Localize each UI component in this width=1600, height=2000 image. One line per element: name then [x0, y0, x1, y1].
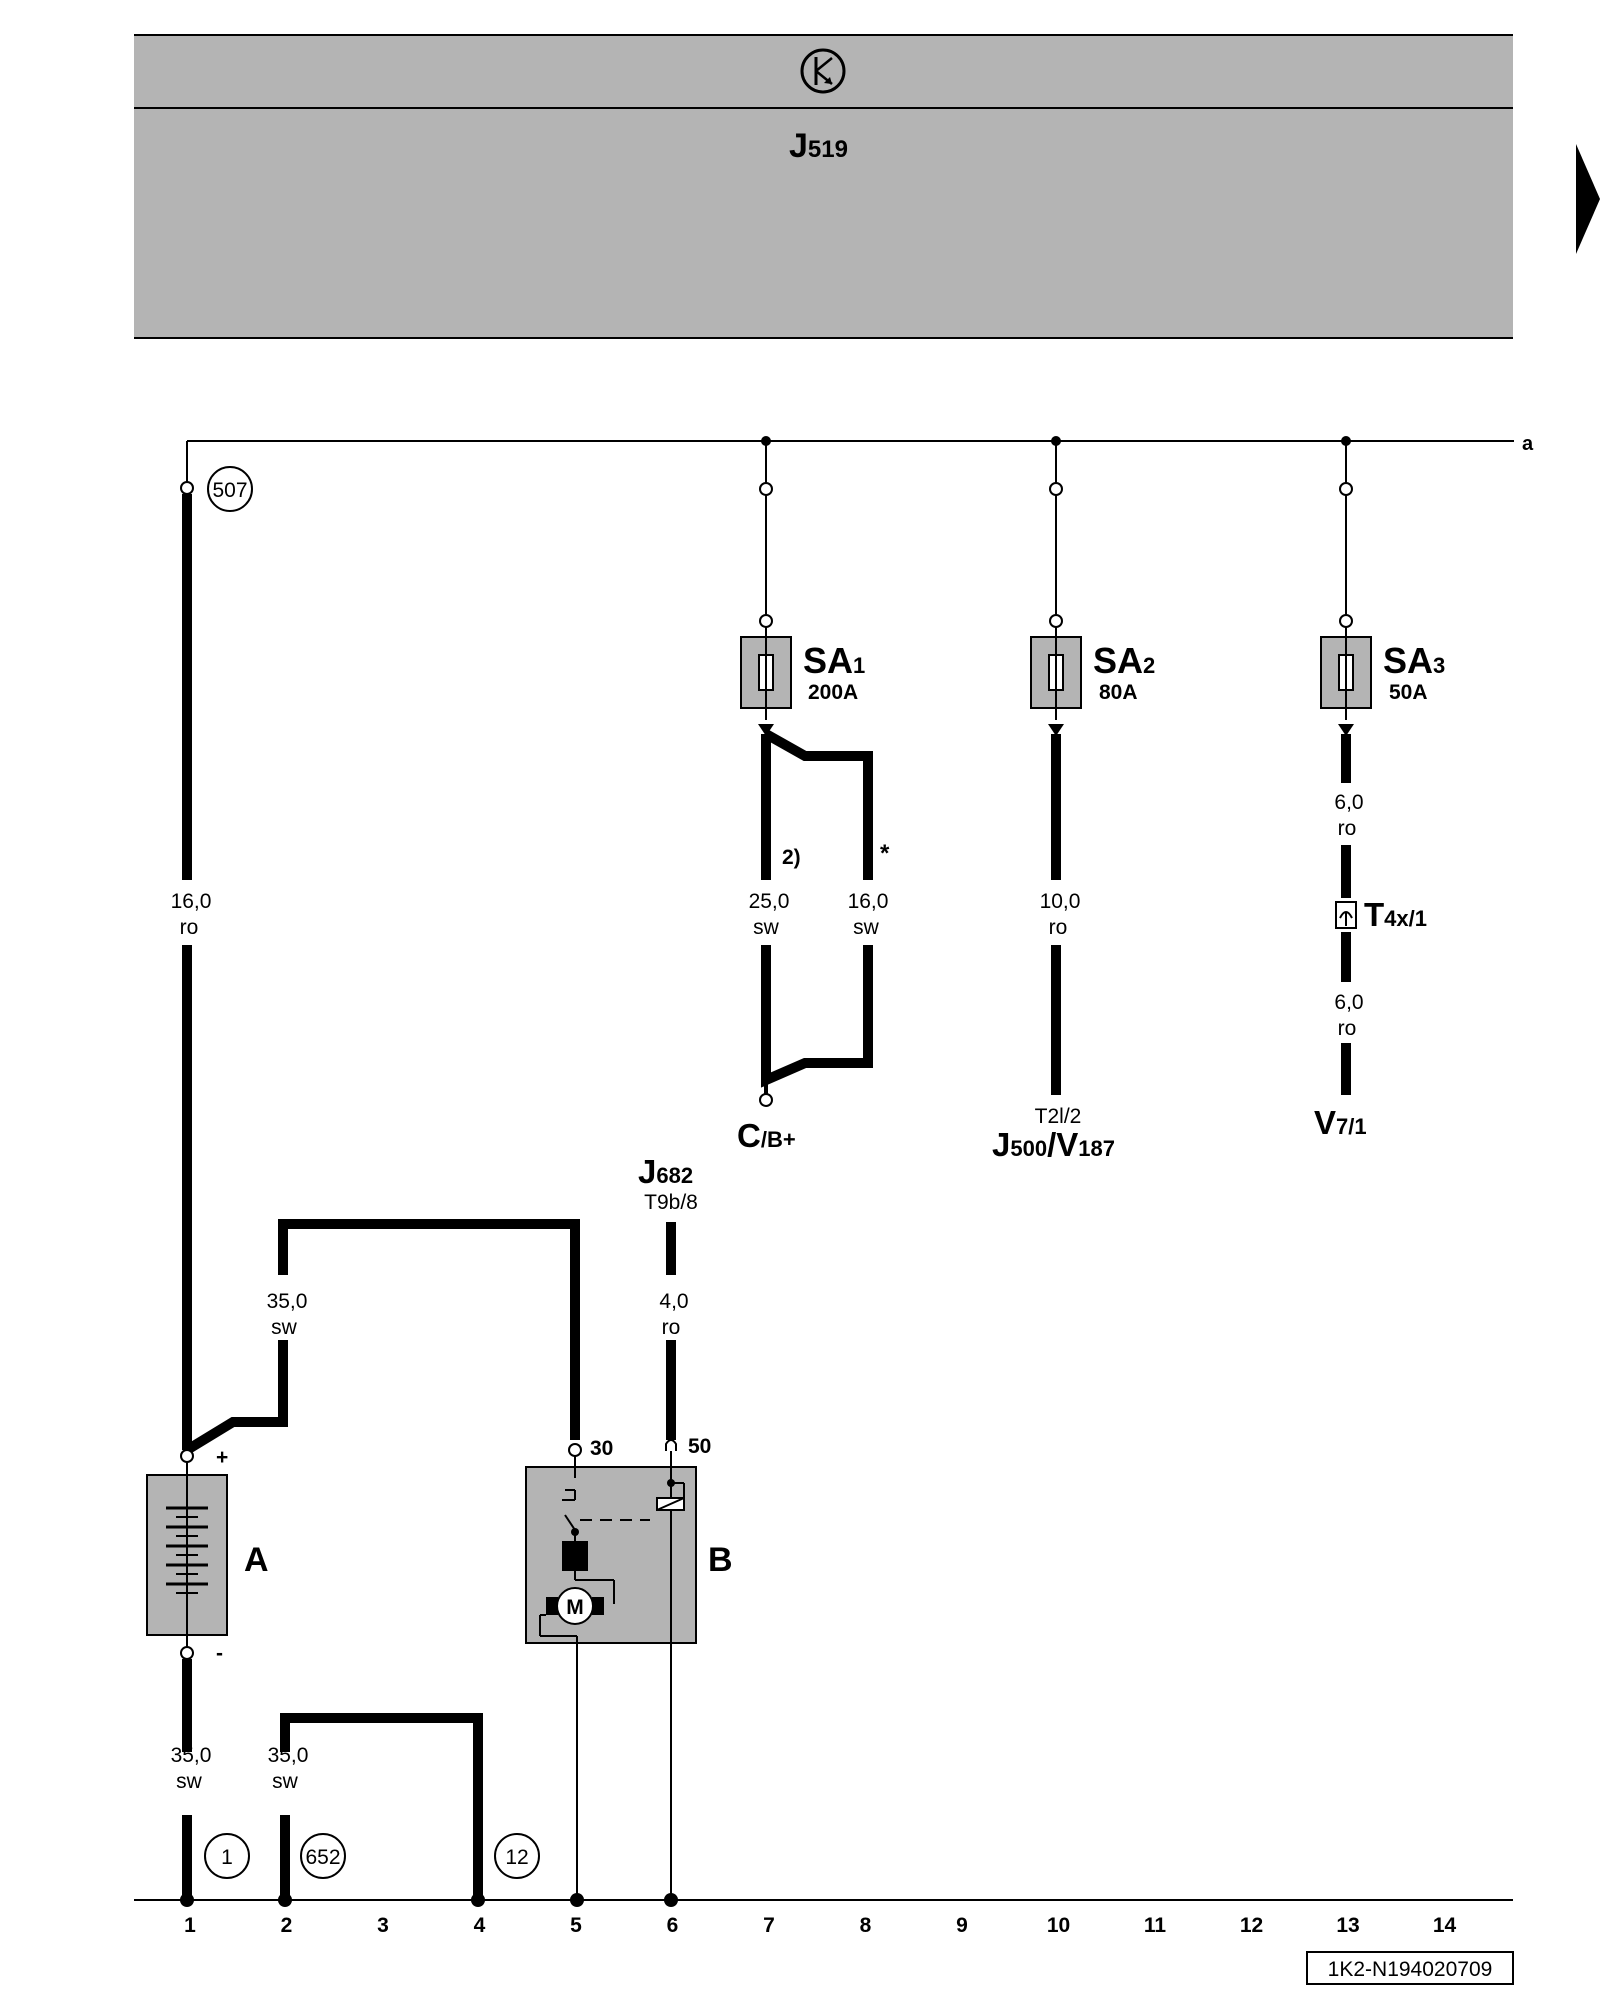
- fuse-sa2-label: SA2: [1093, 640, 1155, 681]
- connector-507: 507: [207, 466, 253, 512]
- wire-color: sw: [271, 1316, 298, 1339]
- ruler-number: 1: [184, 1914, 196, 1937]
- wire-color: ro: [1338, 817, 1357, 840]
- connector-t4x-icon: [1335, 901, 1357, 929]
- fuse-sa3[interactable]: [1320, 627, 1372, 720]
- fuse-sa2-rating: 80A: [1099, 681, 1138, 704]
- wire-color: sw: [853, 916, 880, 939]
- header-block: J519: [134, 34, 1513, 339]
- ruler-number: 7: [763, 1914, 775, 1937]
- destination-j682-pin: T9b/8: [644, 1191, 698, 1214]
- fuse-sa3-branch: SA3 50A 6,0 ro T4x/1 6,0 ro V7/1: [1314, 441, 1445, 1141]
- wire-size: 25,0: [749, 890, 790, 913]
- motor-icon: M: [546, 1587, 604, 1625]
- wire-size: 10,0: [1040, 890, 1081, 913]
- control-unit-label: J519: [789, 127, 848, 165]
- ruler-number: 12: [1240, 1914, 1263, 1937]
- destination-c-b: C/B+: [737, 1117, 796, 1154]
- fuse-sa2-branch: SA2 80A 10,0 ro T2l/2 J500/V187: [992, 441, 1155, 1163]
- wire-size: 6,0: [1334, 791, 1363, 814]
- wire-color: ro: [662, 1316, 681, 1339]
- fuse-sa1-rating: 200A: [808, 681, 858, 704]
- document-id: 1K2-N194020709: [1328, 1958, 1493, 1981]
- destination-j500-pin: T2l/2: [1035, 1105, 1082, 1128]
- wire-color: ro: [180, 916, 199, 939]
- ruler-number: 6: [667, 1914, 679, 1937]
- ground-wires: 35,0 sw 35,0 sw 1 652 12: [171, 1659, 540, 1900]
- next-page-arrow-icon[interactable]: [1576, 144, 1600, 254]
- wire-note-2: 2): [782, 846, 801, 869]
- battery-plus: +: [216, 1446, 228, 1469]
- ruler-number: 11: [1144, 1914, 1167, 1937]
- ruler-number: 5: [570, 1914, 582, 1937]
- ruler-number: 10: [1047, 1914, 1070, 1937]
- wire-size: 6,0: [1334, 991, 1363, 1014]
- fuse-sa3-label: SA3: [1383, 640, 1445, 681]
- destination-j682: J682: [638, 1153, 693, 1190]
- fuse-sa1[interactable]: [740, 627, 792, 720]
- svg-text:12: 12: [505, 1846, 528, 1869]
- wire-size: 35,0: [267, 1290, 308, 1313]
- battery-feed-wire: 507 16,0 ro: [171, 466, 253, 1450]
- battery-minus: -: [216, 1642, 223, 1665]
- connector-1: 1: [204, 1833, 250, 1879]
- battery-positive-wire: 35,0 sw 30: [184, 1219, 613, 1460]
- motor-label: M: [566, 1596, 584, 1619]
- power-symbol-icon: [800, 48, 846, 94]
- bus-label: a: [1522, 433, 1534, 455]
- starter-terminal-50: 50: [688, 1435, 711, 1458]
- ruler-number: 14: [1433, 1914, 1457, 1937]
- connector-t4x-label: T4x/1: [1364, 896, 1427, 933]
- wire-note-star: *: [880, 840, 890, 867]
- wire-color: ro: [1049, 916, 1068, 939]
- wire-size: 16,0: [848, 890, 889, 913]
- wire-color: sw: [753, 916, 780, 939]
- fuse-sa1-branch: SA1 200A 2) * 25,0 sw 16,0 sw C/B+: [737, 441, 890, 1154]
- connector-652: 652: [300, 1833, 346, 1879]
- ruler-number: 13: [1336, 1914, 1359, 1937]
- ruler-number: 3: [377, 1914, 389, 1937]
- wire-size: 4,0: [659, 1290, 688, 1313]
- svg-text:652: 652: [305, 1846, 340, 1869]
- bus-line-a: a: [186, 433, 1534, 488]
- svg-text:507: 507: [212, 479, 247, 502]
- starter-label: B: [708, 1541, 733, 1579]
- destination-v7: V7/1: [1314, 1104, 1367, 1141]
- wire-color: sw: [272, 1770, 299, 1793]
- wire-color: ro: [1338, 1017, 1357, 1040]
- destination-j500-v187: J500/V187: [992, 1126, 1115, 1163]
- fuse-sa3-rating: 50A: [1389, 681, 1428, 704]
- header-background: [134, 35, 1513, 338]
- ground-bus: [134, 1893, 1513, 1907]
- connector-12: 12: [494, 1833, 540, 1879]
- ruler-number: 4: [474, 1914, 486, 1937]
- svg-text:1: 1: [221, 1846, 233, 1869]
- battery-a[interactable]: + - A: [146, 1446, 269, 1665]
- document-id-box: 1K2-N194020709: [1306, 1951, 1514, 1985]
- wire-size: 35,0: [268, 1744, 309, 1767]
- ruler-number: 9: [956, 1914, 968, 1937]
- ruler-number: 8: [860, 1914, 872, 1937]
- wire-color: sw: [176, 1770, 203, 1793]
- battery-label: A: [244, 1541, 269, 1579]
- starter-terminal-30: 30: [590, 1437, 613, 1460]
- wire-size: 16,0: [171, 890, 212, 913]
- starter-b[interactable]: B M: [525, 1451, 733, 1900]
- fuse-sa1-label: SA1: [803, 640, 865, 681]
- ruler-number: 2: [281, 1914, 293, 1937]
- wire-size: 35,0: [171, 1744, 212, 1767]
- fuse-sa2[interactable]: [1030, 627, 1082, 720]
- j682-wire: J682 T9b/8 4,0 ro 50: [638, 1153, 711, 1458]
